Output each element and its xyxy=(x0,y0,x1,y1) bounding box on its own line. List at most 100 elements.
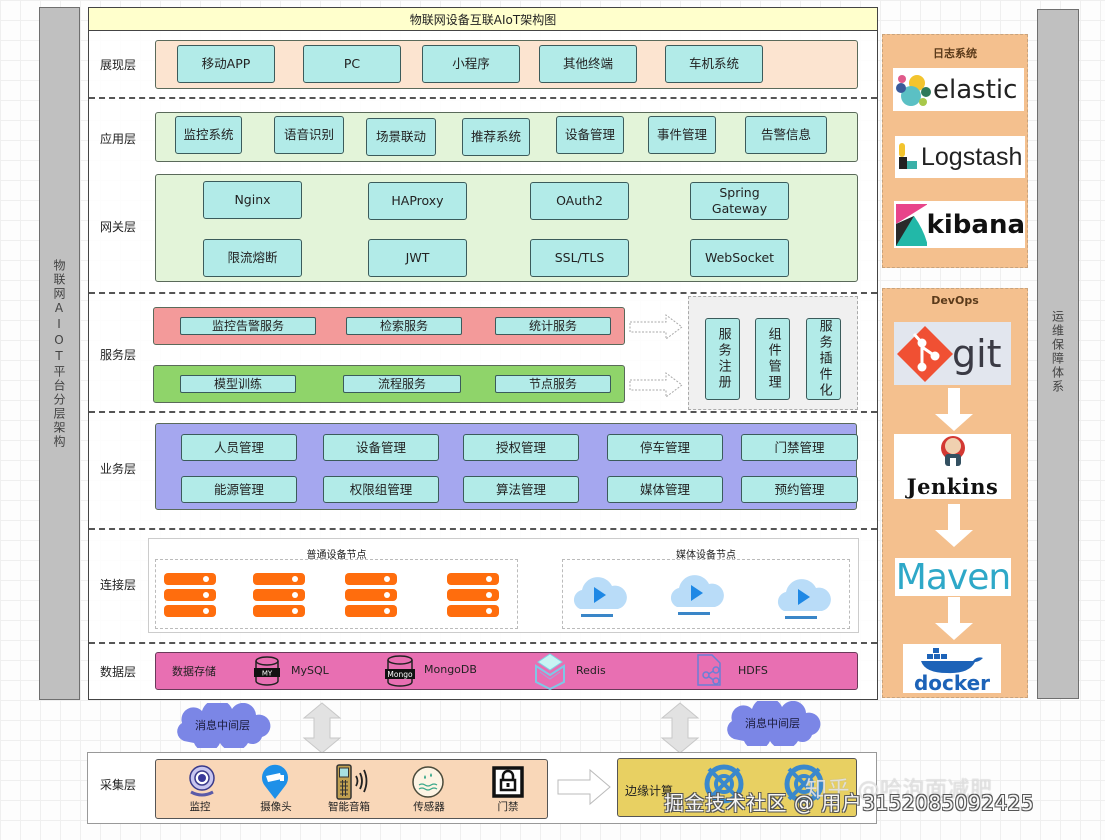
docker-logo: docker xyxy=(903,644,1001,693)
lock-icon xyxy=(492,766,524,798)
media-device-group xyxy=(562,559,850,629)
server-node-icon xyxy=(447,573,499,621)
application-item[interactable]: 监控系统 xyxy=(175,116,242,154)
gateway-item[interactable]: 限流熔断 xyxy=(203,239,302,277)
layer-label-service: 服务层 xyxy=(100,348,137,362)
data-store-label: MongoDB xyxy=(424,663,477,676)
data-storage-caption: 数据存储 xyxy=(172,665,216,678)
layer-label-data: 数据层 xyxy=(100,665,137,679)
git-icon xyxy=(897,325,953,382)
application-item[interactable]: 场景联动 xyxy=(366,118,436,156)
diagram-title-text: 物联网设备互联AIoT架构图 xyxy=(409,12,557,27)
presentation-item[interactable]: 其他终端 xyxy=(539,45,637,83)
logstash-icon xyxy=(899,143,917,169)
service-governance-item[interactable]: 服务插件化 xyxy=(806,318,841,400)
business-item[interactable]: 预约管理 xyxy=(741,476,858,503)
business-item[interactable]: 权限组管理 xyxy=(323,476,439,503)
kibana-logo: kibana xyxy=(894,201,1025,248)
application-item[interactable]: 事件管理 xyxy=(648,116,716,154)
presentation-item[interactable]: PC xyxy=(303,45,401,83)
docker-icon xyxy=(921,648,983,674)
device-label: 门禁 xyxy=(497,801,519,813)
separator xyxy=(89,642,877,644)
edge-computing-label: 边缘计算 xyxy=(625,784,674,798)
service-governance-item[interactable]: 组件管理 xyxy=(755,318,790,400)
mysql-badge: MY xyxy=(262,670,273,678)
redis-icon xyxy=(535,653,565,690)
service-item[interactable]: 统计服务 xyxy=(495,317,611,335)
gateway-item[interactable]: HAProxy xyxy=(368,182,467,220)
server-node-icon xyxy=(253,573,305,621)
business-item[interactable]: 设备管理 xyxy=(323,434,439,461)
presentation-item[interactable]: 小程序 xyxy=(422,45,520,83)
gateway-item[interactable]: SSL/TLS xyxy=(530,239,629,277)
service-item[interactable]: 模型训练 xyxy=(180,375,296,393)
right-bar-label: 运维保障体系 xyxy=(1050,310,1065,394)
mongodb-icon: Mongo xyxy=(385,655,415,687)
layer-label-presentation: 展现层 xyxy=(100,58,137,72)
double-arrow-vertical-icon xyxy=(302,702,342,754)
watermark-secondary: 知乎 @哈泡面减肥 xyxy=(805,778,993,803)
arrow-right-icon xyxy=(629,372,683,398)
application-item[interactable]: 推荐系统 xyxy=(462,118,530,156)
business-item[interactable]: 人员管理 xyxy=(181,434,297,461)
git-text: git xyxy=(952,331,1002,376)
separator xyxy=(89,411,877,413)
mysql-icon: MY xyxy=(254,656,280,686)
cloud-play-icon xyxy=(573,577,627,617)
business-item[interactable]: 授权管理 xyxy=(463,434,579,461)
data-store-label: HDFS xyxy=(738,664,768,677)
application-item[interactable]: 告警信息 xyxy=(745,116,827,154)
layer-label-connection: 连接层 xyxy=(100,578,137,592)
gateway-item[interactable]: Nginx xyxy=(203,181,302,219)
elastic-icon xyxy=(896,74,931,106)
business-item[interactable]: 算法管理 xyxy=(463,476,579,503)
layer-label-gateway: 网关层 xyxy=(100,220,137,234)
business-item[interactable]: 能源管理 xyxy=(181,476,297,503)
data-store-label: Redis xyxy=(576,664,606,677)
connection-panel xyxy=(148,538,859,633)
log-system-title: 日志系统 xyxy=(933,47,977,60)
business-item[interactable]: 停车管理 xyxy=(607,434,723,461)
service-item[interactable]: 流程服务 xyxy=(343,375,461,393)
layer-label-business: 业务层 xyxy=(100,462,137,476)
business-item[interactable]: 媒体管理 xyxy=(607,476,723,503)
message-middleware-cloud-icon xyxy=(727,701,821,746)
application-item[interactable]: 语音识别 xyxy=(274,116,344,154)
edge-computing-band[interactable] xyxy=(617,758,857,817)
normal-device-group xyxy=(155,559,518,629)
arrow-right-icon xyxy=(629,314,683,340)
left-bar-label: 物联网AIOT平台分层架构 xyxy=(52,258,66,449)
hdfs-icon xyxy=(697,654,721,686)
presentation-item[interactable]: 车机系统 xyxy=(665,45,763,83)
separator xyxy=(89,292,877,294)
gateway-item[interactable]: OAuth2 xyxy=(530,182,629,220)
server-node-icon xyxy=(164,573,216,621)
maven-logo: Maven xyxy=(895,557,1011,598)
device-label: 传感器 xyxy=(413,801,445,813)
service-item[interactable]: 监控告警服务 xyxy=(180,317,316,335)
gateway-item[interactable]: Spring Gateway xyxy=(690,182,789,220)
presentation-item[interactable]: 移动APP xyxy=(177,45,275,83)
git-logo: git xyxy=(894,322,1011,385)
separator xyxy=(89,528,877,530)
device-label: 摄像头 xyxy=(260,801,292,813)
gateway-item[interactable]: JWT xyxy=(368,239,467,277)
arrow-down-icon xyxy=(935,388,973,431)
business-item[interactable]: 门禁管理 xyxy=(741,434,858,461)
left-architecture-bar: 物联网AIOT平台分层架构 xyxy=(39,7,80,700)
arrow-down-icon xyxy=(935,504,973,547)
double-arrow-vertical-icon xyxy=(660,702,700,754)
service-item[interactable]: 节点服务 xyxy=(495,375,611,393)
service-governance-item[interactable]: 服务注册 xyxy=(705,318,740,400)
watermark-primary: 掘金技术社区 @ 用户3152085092425 xyxy=(664,791,1035,815)
edge-node-icon xyxy=(704,764,744,804)
normal-device-group-label: 普通设备节点 xyxy=(306,550,367,561)
sensor-icon xyxy=(412,766,444,798)
middleware-label-left: 消息中间层 xyxy=(195,719,250,732)
application-item[interactable]: 设备管理 xyxy=(556,116,624,154)
service-item[interactable]: 检索服务 xyxy=(346,317,462,335)
gateway-item[interactable]: WebSocket xyxy=(690,239,789,277)
data-store-label: MySQL xyxy=(291,664,329,677)
separator xyxy=(89,97,877,99)
